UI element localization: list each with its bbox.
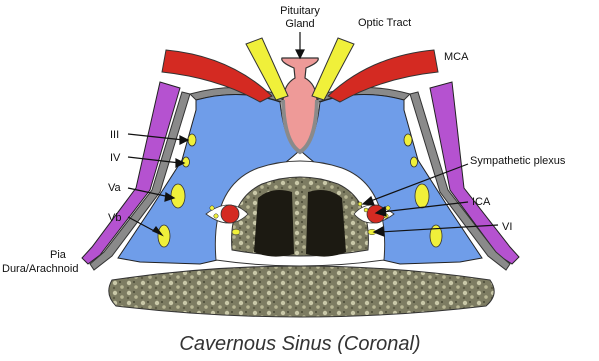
label-iv: IV <box>110 152 121 164</box>
label-pia: Pia <box>50 249 67 261</box>
diagram-caption: Cavernous Sinus (Coronal) <box>179 333 420 355</box>
label-pituitary-line1: Pituitary <box>280 5 320 17</box>
nerve-iv-left <box>183 157 190 167</box>
sphenoid-sinus-right <box>306 190 346 257</box>
label-pituitary-line2: Gland <box>285 18 314 30</box>
label-iii: III <box>110 129 119 141</box>
label-mca: MCA <box>444 51 469 63</box>
nerve-va-left <box>171 184 185 208</box>
label-va: Va <box>108 182 122 194</box>
label-sympathetic-plexus: Sympathetic plexus <box>470 155 566 167</box>
sphenoid-sinus-left <box>254 190 294 257</box>
label-ica: ICA <box>472 196 491 208</box>
label-vb: Vb <box>108 212 121 224</box>
label-optic-tract: Optic Tract <box>358 17 411 29</box>
label-dura-arachnoid: Dura/Arachnoid <box>2 263 78 275</box>
label-vi: VI <box>502 221 512 233</box>
nerve-vb-left <box>158 225 170 247</box>
